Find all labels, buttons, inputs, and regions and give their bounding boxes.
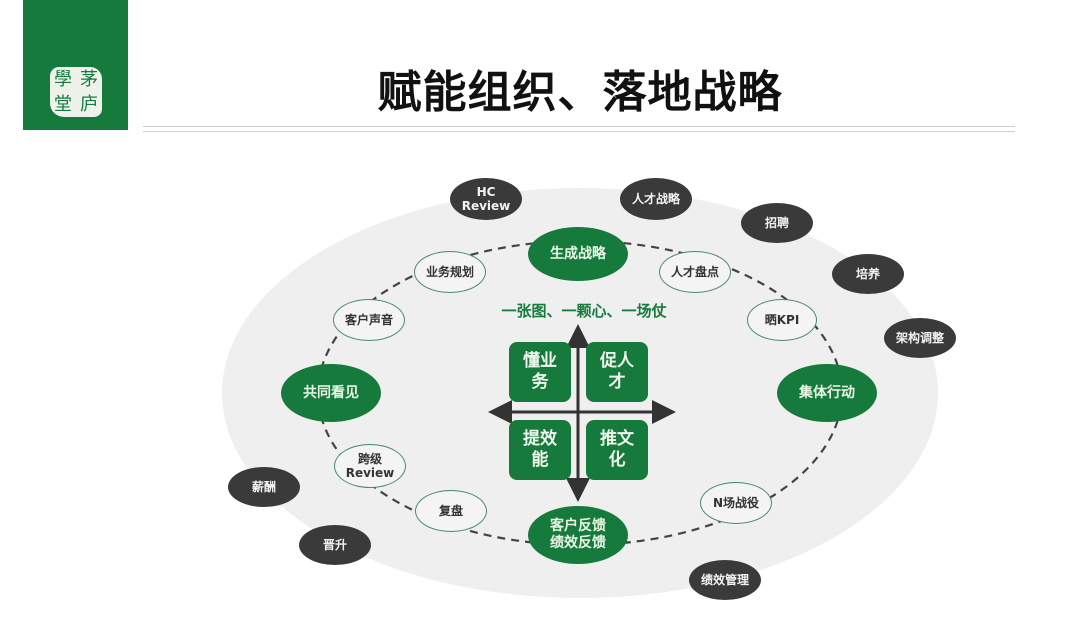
quadrant-improve-efficiency: 提效能	[509, 420, 571, 480]
hc-review-line-2: Review	[461, 199, 511, 213]
logo-char: 茅	[80, 68, 98, 90]
header-divider	[143, 126, 1015, 132]
outer-node-org-restructure: 架构调整	[884, 318, 956, 358]
logo-char: 學	[54, 68, 72, 90]
outer-node-compensation: 薪酬	[228, 467, 300, 507]
cycle-node-retrospective: 复盘	[415, 490, 487, 532]
page-title: 赋能组织、落地战略	[377, 67, 783, 118]
main-node-shared-vision: 共同看见	[281, 364, 381, 422]
main-node-collective-action: 集体行动	[777, 364, 877, 422]
logo-char: 堂	[54, 93, 72, 115]
cycle-node-n-battles: N场战役	[700, 482, 772, 524]
logo-block: 學 茅 堂 庐	[23, 0, 128, 130]
diagram-subtitle: 一张图、一颗心、一场仗	[501, 302, 667, 320]
outer-node-promotion: 晋升	[299, 525, 371, 565]
quadrant-understand-business: 懂业务	[509, 342, 571, 402]
quadrant-develop-talent: 促人才	[586, 342, 648, 402]
quadrant-promote-culture: 推文化	[586, 420, 648, 480]
cycle-node-customer-voice: 客户声音	[333, 299, 405, 341]
skip-level-line-1: 跨级	[357, 451, 382, 466]
skip-level-line-2: Review	[345, 466, 395, 480]
main-node-feedback: 客户反馈 绩效反馈	[528, 506, 628, 564]
outer-node-performance-mgmt: 绩效管理	[689, 560, 761, 600]
outer-node-training: 培养	[832, 254, 904, 294]
logo-char: 庐	[80, 93, 98, 115]
cycle-node-skip-level-review: 跨级 Review	[334, 444, 406, 488]
cycle-node-business-plan: 业务规划	[414, 251, 486, 293]
outer-node-talent-strategy: 人才战略	[620, 178, 692, 220]
hc-review-line-1: HC	[476, 184, 496, 199]
feedback-line-2: 绩效反馈	[550, 535, 606, 551]
main-node-generate-strategy: 生成战略	[528, 227, 628, 281]
feedback-line-1: 客户反馈	[550, 518, 606, 535]
outer-node-recruiting: 招聘	[741, 203, 813, 243]
outer-node-hc-review: HC Review	[450, 178, 522, 220]
logo-seal: 學 茅 堂 庐	[50, 67, 102, 117]
cycle-node-kpi: 晒KPI	[747, 299, 817, 341]
cycle-node-talent-review: 人才盘点	[659, 251, 731, 293]
